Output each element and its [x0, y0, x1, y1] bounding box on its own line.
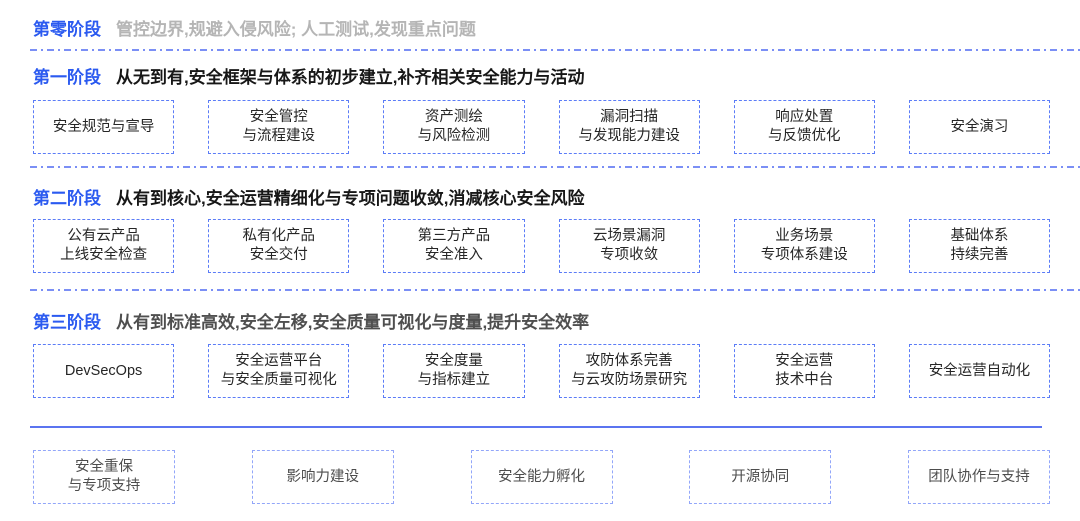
capability-box: 安全规范与宣导: [33, 100, 175, 154]
phase-3-description: 从有到标准高效,安全左移,安全质量可视化与度量,提升安全效率: [116, 313, 590, 332]
support-divider: [30, 426, 1042, 428]
capability-box: 安全运营自动化: [908, 344, 1051, 398]
capability-box: 第三方产品 安全准入: [383, 219, 525, 273]
phase-2-label: 第二阶段: [33, 189, 101, 208]
capability-box: 安全运营 技术中台: [733, 344, 875, 398]
capability-box: 安全演习: [908, 100, 1051, 154]
capability-box: 公有云产品 上线安全检查: [33, 219, 175, 273]
phase-1-description: 从无到有,安全框架与体系的初步建立,补齐相关安全能力与活动: [116, 68, 585, 87]
phase-2-items-row: 公有云产品 上线安全检查 私有化产品 安全交付 第三方产品 安全准入 云场景漏洞…: [33, 219, 1051, 273]
capability-box: DevSecOps: [33, 344, 175, 398]
capability-box: 安全运营平台 与安全质量可视化: [208, 344, 350, 398]
support-box: 影响力建设: [251, 450, 394, 504]
capability-box: 漏洞扫描 与发现能力建设: [558, 100, 700, 154]
phase-1-items-row: 安全规范与宣导 安全管控 与流程建设 资产测绘 与风险检测 漏洞扫描 与发现能力…: [33, 100, 1051, 154]
support-box: 安全重保 与专项支持: [33, 450, 175, 504]
phase-3-label: 第三阶段: [33, 313, 101, 332]
support-box: 团队协作与支持: [908, 450, 1050, 504]
support-box: 开源协同: [689, 450, 832, 504]
phase-separator: [30, 166, 1080, 168]
capability-box: 私有化产品 安全交付: [208, 219, 350, 273]
phase-2-header: 第二阶段 从有到核心,安全运营精细化与专项问题收敛,消减核心安全风险: [33, 184, 1060, 209]
capability-box: 响应处置 与反馈优化: [733, 100, 875, 154]
phase-3-header: 第三阶段 从有到标准高效,安全左移,安全质量可视化与度量,提升安全效率: [33, 308, 1060, 333]
phase-0-header: 第零阶段 管控边界,规避入侵风险; 人工测试,发现重点问题: [33, 15, 1060, 40]
phase-separator: [30, 289, 1080, 291]
phase-2-description: 从有到核心,安全运营精细化与专项问题收敛,消减核心安全风险: [116, 189, 585, 208]
capability-box: 安全度量 与指标建立: [383, 344, 525, 398]
support-items-row: 安全重保 与专项支持 影响力建设 安全能力孵化 开源协同 团队协作与支持: [33, 450, 1050, 504]
phase-separator: [30, 49, 1080, 51]
phase-0-label: 第零阶段: [33, 20, 101, 39]
support-box: 安全能力孵化: [470, 450, 613, 504]
phase-1-header: 第一阶段 从无到有,安全框架与体系的初步建立,补齐相关安全能力与活动: [33, 63, 1060, 88]
phase-1-label: 第一阶段: [33, 68, 101, 87]
phase-3-items-row: DevSecOps 安全运营平台 与安全质量可视化 安全度量 与指标建立 攻防体…: [33, 344, 1051, 398]
phase-0-description: 管控边界,规避入侵风险; 人工测试,发现重点问题: [116, 20, 476, 39]
capability-box: 业务场景 专项体系建设: [733, 219, 875, 273]
capability-box: 安全管控 与流程建设: [208, 100, 350, 154]
capability-box: 资产测绘 与风险检测: [383, 100, 525, 154]
capability-box: 云场景漏洞 专项收敛: [558, 219, 700, 273]
capability-box: 攻防体系完善 与云攻防场景研究: [558, 344, 700, 398]
capability-box: 基础体系 持续完善: [908, 219, 1051, 273]
